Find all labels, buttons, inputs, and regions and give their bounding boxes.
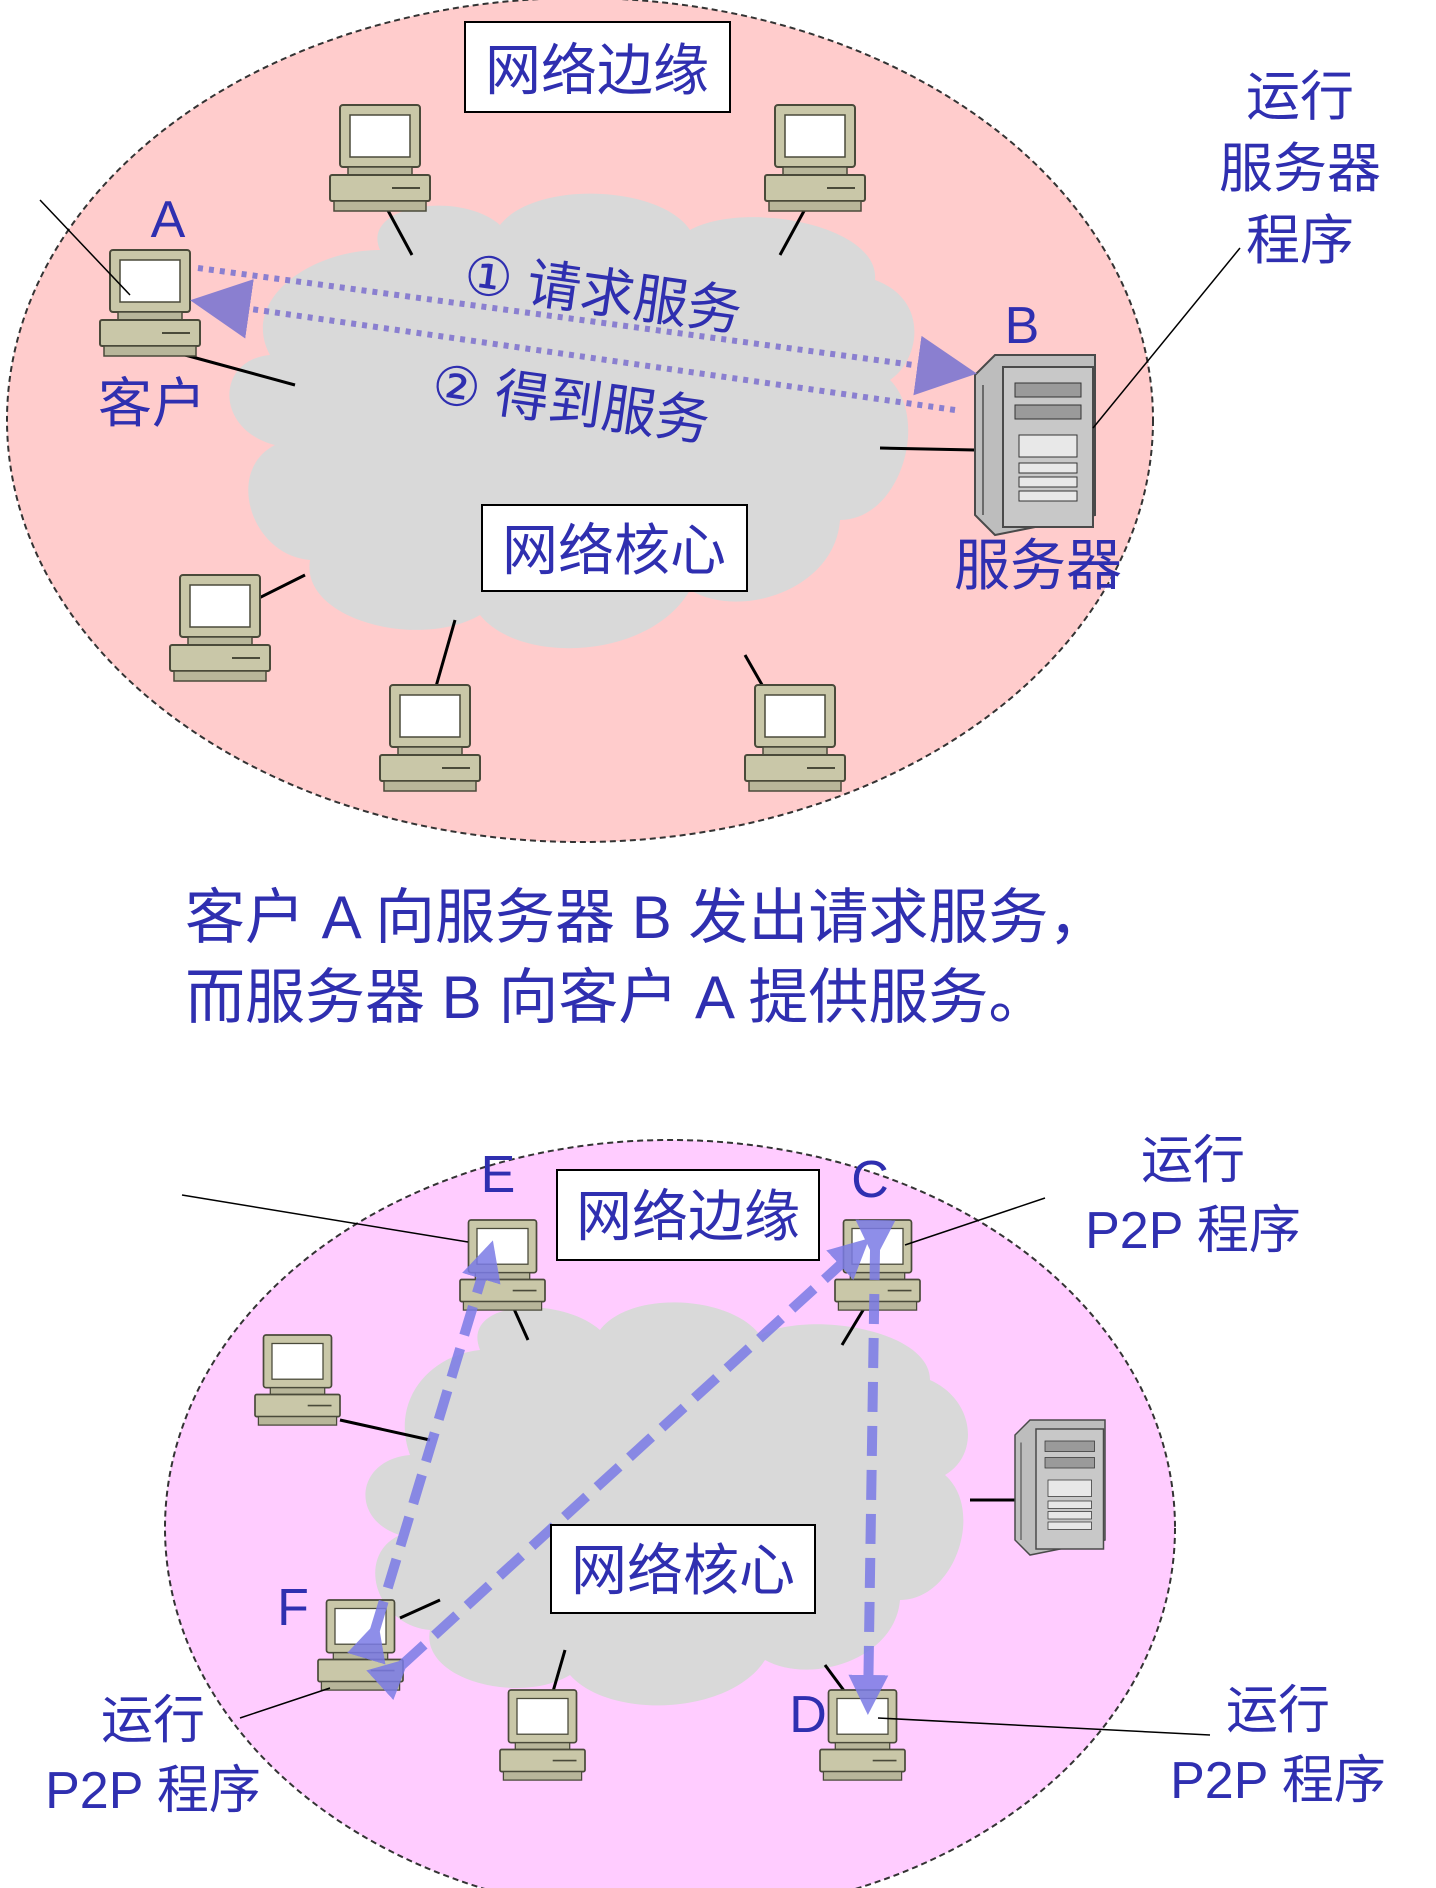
- caption-line-1: 客户 A 向服务器 B 发出请求服务，: [185, 884, 1108, 951]
- peer-c-program-line-1: 运行: [1141, 1132, 1245, 1190]
- p2p-arrow-f-to-c: [366, 1238, 870, 1700]
- computer-icon: [764, 104, 866, 212]
- caption-line-2: 而服务器 B 向客户 A 提供服务。: [185, 964, 1048, 1031]
- peer-c-letter: C: [851, 1151, 889, 1209]
- peer-e-leader-line: [181, 1194, 469, 1243]
- p2p-arrow-c-to-d: [848, 1219, 896, 1715]
- peer-c-program-line-2: P2P 程序: [1085, 1202, 1301, 1260]
- request-arrow: [197, 265, 977, 396]
- server-icon: [1014, 1419, 1106, 1556]
- peer-d-computer-icon: [819, 1689, 906, 1781]
- core-label-box-bottom: [550, 1524, 816, 1614]
- p2p-arrows: [347, 1219, 896, 1715]
- computer-icon: [744, 684, 846, 792]
- computer-icon: [329, 104, 431, 212]
- core-label-box-top: [481, 504, 748, 592]
- computer-icon: [379, 684, 481, 792]
- edge-label-top: 网络边缘: [485, 39, 709, 102]
- peer-c-leader-line: [904, 1197, 1046, 1246]
- peer-e-computer-icon: [459, 1219, 546, 1311]
- peer-d-program-line-2: P2P 程序: [1170, 1752, 1386, 1810]
- client-letter: A: [151, 191, 186, 249]
- peer-d-letter: D: [789, 1686, 827, 1744]
- peer-e-letter: E: [481, 1146, 516, 1204]
- peer-f-leader-line: [239, 1687, 331, 1719]
- peer-f-letter: F: [277, 1579, 309, 1637]
- server-program-leader-line: [1092, 247, 1241, 429]
- server-b-icon: [974, 354, 1096, 536]
- edge-label-box-top: [464, 21, 731, 113]
- edge-label-box-bottom: [556, 1169, 820, 1261]
- peer-d-leader-line: [877, 1717, 1211, 1736]
- computer-icon: [169, 574, 271, 682]
- peer-f-program-line-2: P2P 程序: [45, 1762, 261, 1820]
- server-program-line-1: 运行: [1246, 67, 1354, 127]
- server-program-line-3: 程序: [1246, 211, 1354, 271]
- client-label: 客户: [98, 374, 206, 434]
- core-label-top: 网络核心: [502, 519, 726, 582]
- core-label-bottom: 网络核心: [571, 1539, 795, 1602]
- computer-icon: [499, 1689, 586, 1781]
- server-label: 服务器: [954, 534, 1122, 597]
- computer-icon: [254, 1334, 341, 1426]
- peer-f-program-line-1: 运行: [101, 1692, 205, 1750]
- server-letter: B: [1005, 297, 1040, 355]
- peer-d-program-line-1: 运行: [1226, 1682, 1330, 1740]
- edge-label-bottom: 网络边缘: [576, 1185, 800, 1248]
- server-program-line-2: 服务器: [1219, 139, 1381, 199]
- peer-f-computer-icon: [317, 1599, 404, 1691]
- client-leader-line: [39, 199, 131, 296]
- client-a-computer-icon: [99, 249, 201, 357]
